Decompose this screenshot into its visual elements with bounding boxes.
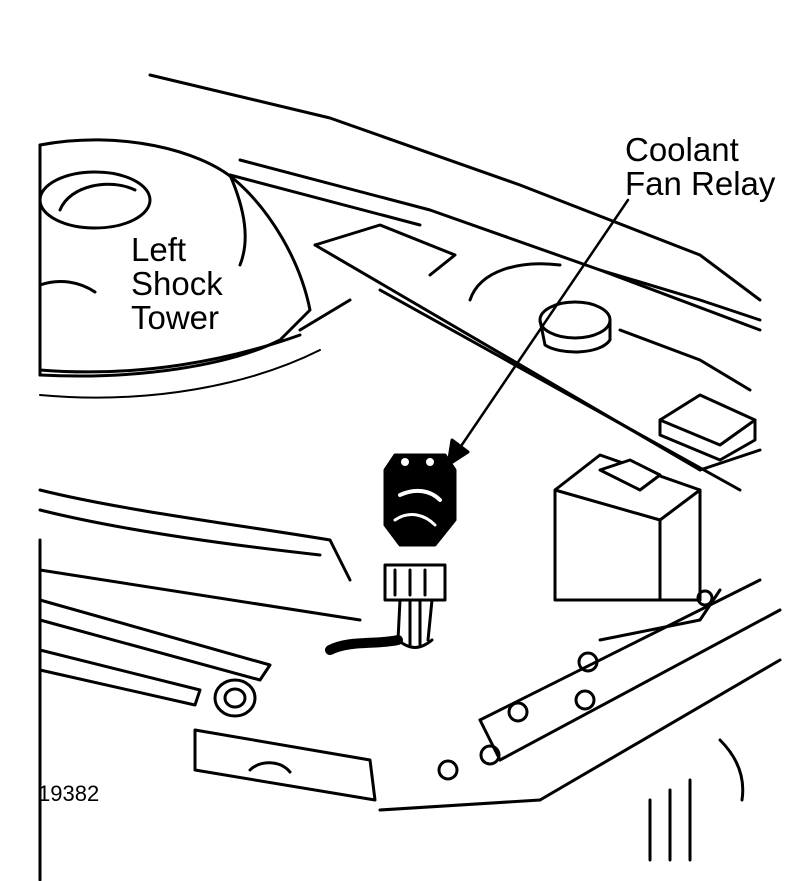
coolant-fan-relay-label-line2: Fan Relay [625,165,776,202]
reservoir [468,262,762,392]
coolant-fan-relay-label: Coolant Fan Relay [625,133,775,201]
coolant-fan-relay-label-line1: Coolant [625,131,739,168]
hood-edge-lines [148,73,762,332]
left-shock-tower-label: Left Shock Tower [131,233,223,335]
figure-number: 19382 [38,781,100,806]
shock-tower [38,138,321,399]
left-shock-tower-label-line3: Tower [131,299,220,336]
relay-leader-arrow [446,198,630,467]
left-shock-tower-label-line2: Shock [131,265,223,302]
fender-rails [38,488,377,881]
left-shock-tower-label-line1: Left [131,231,187,268]
frame-rail [378,578,782,862]
coolant-fan-relay [325,453,457,655]
battery [553,393,757,602]
strut-brace [298,223,762,492]
